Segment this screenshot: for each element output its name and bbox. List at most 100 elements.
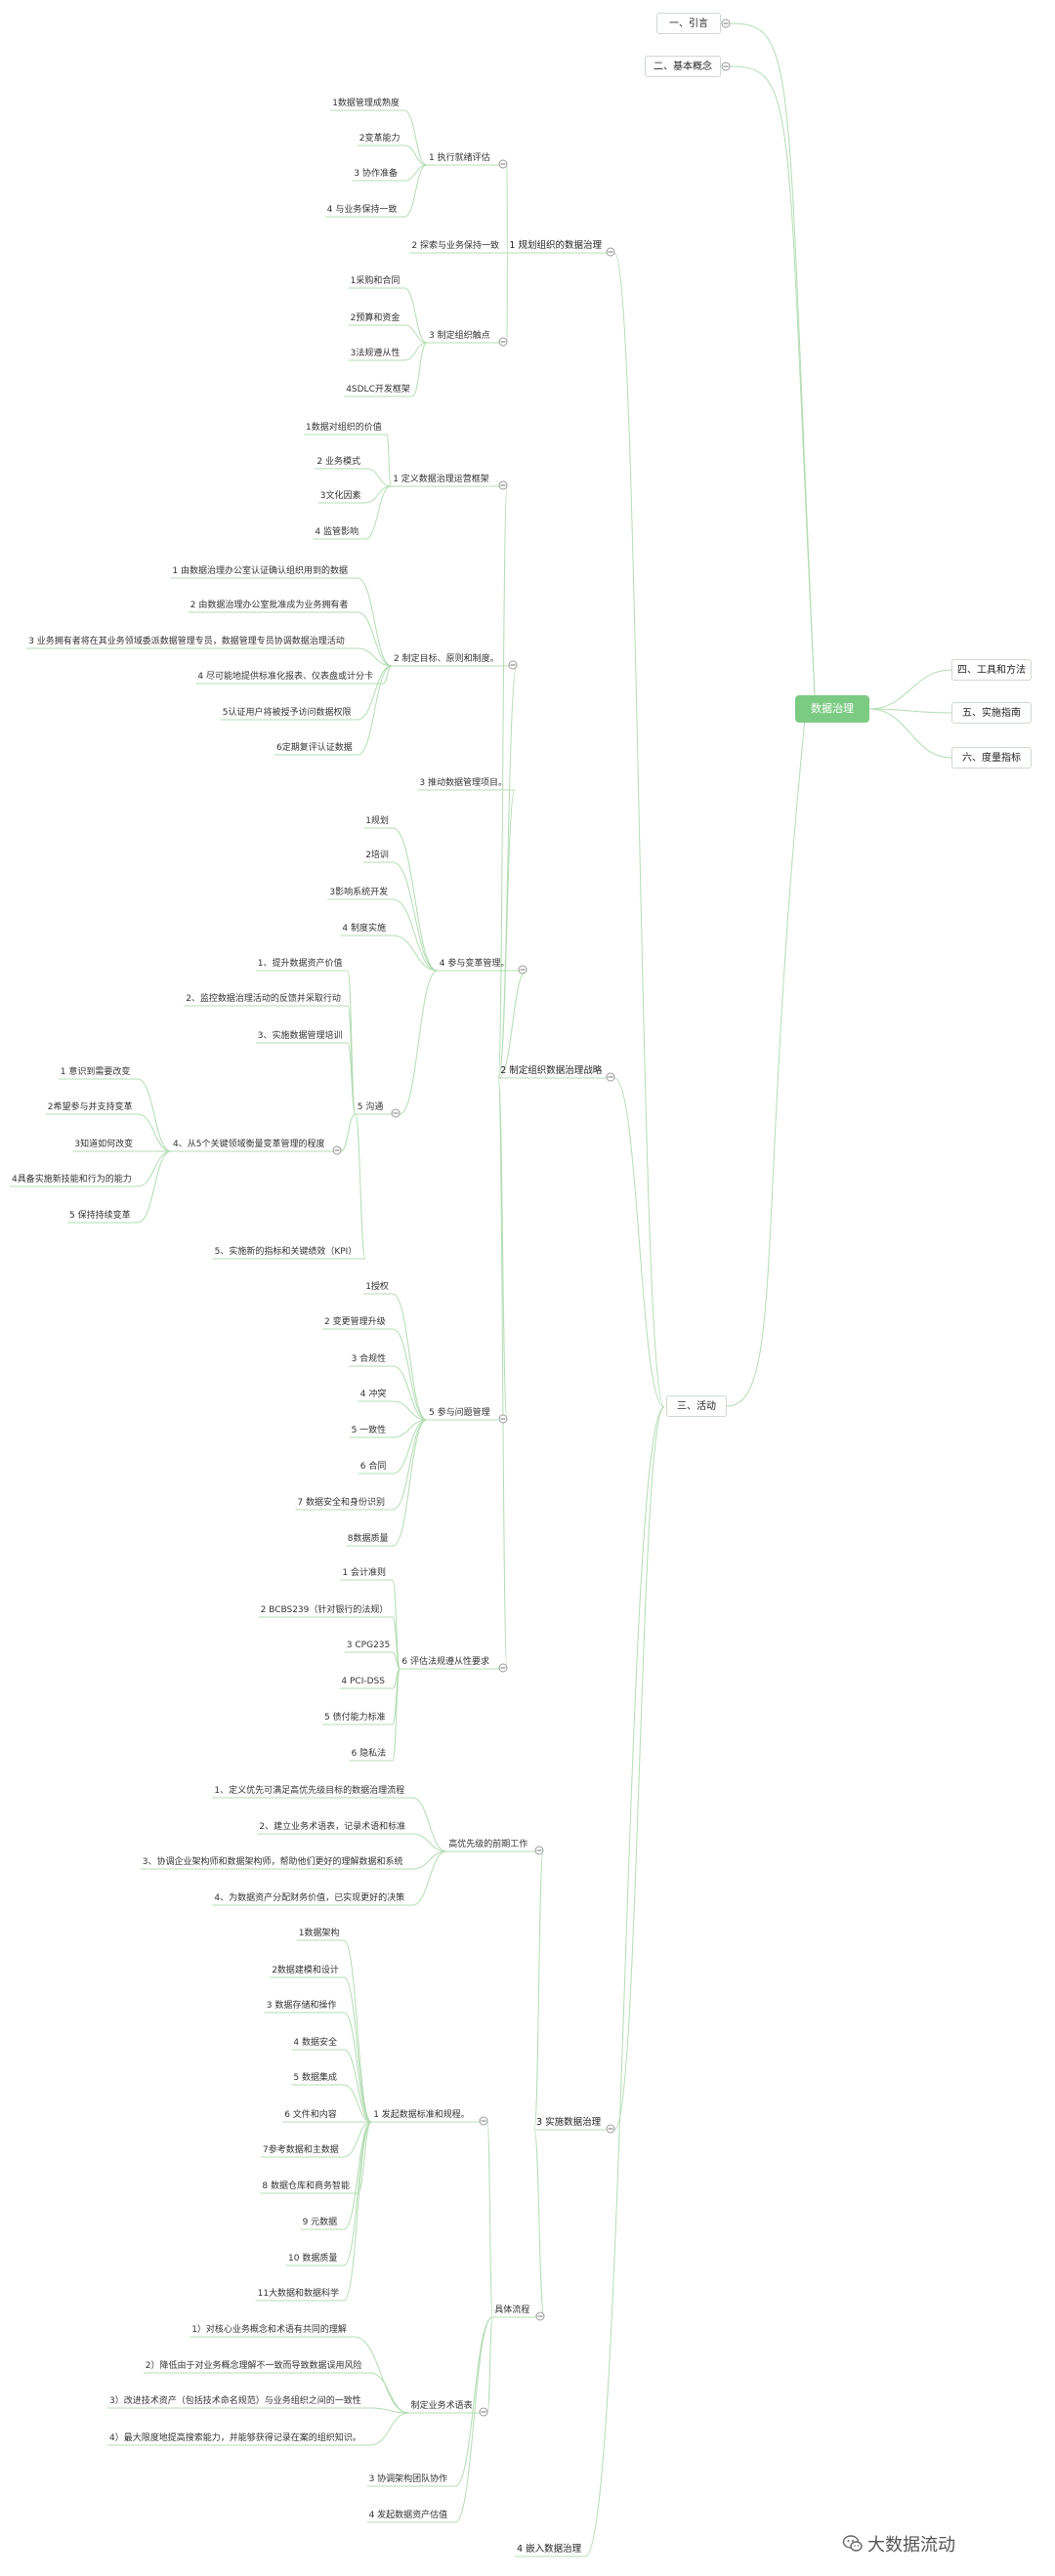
node-b2d[interactable]: 4 尽可能地提供标准化报表、仪表盘或计分卡 xyxy=(197,672,373,682)
node-e4e[interactable]: 5 保持持续变革 xyxy=(69,1211,131,1221)
node-e4b[interactable]: 2希望参与并支持变革 xyxy=(47,1102,133,1112)
node-q1j[interactable]: 10 数据质量 xyxy=(288,2254,338,2264)
node-a1c3a[interactable]: 1采购和合同 xyxy=(350,276,401,286)
node-b6d[interactable]: 4 PCI-DSS xyxy=(341,1677,385,1686)
node-b4b[interactable]: 2培训 xyxy=(365,851,389,860)
collapse-toggle-icon[interactable] xyxy=(606,2124,615,2134)
node-a2[interactable]: 2 制定组织数据治理战略 xyxy=(500,1065,603,1076)
collapse-toggle-icon[interactable] xyxy=(606,1072,615,1082)
node-q1h[interactable]: 8 数据仓库和商务智能 xyxy=(262,2181,350,2191)
node-b5d[interactable]: 4 冲突 xyxy=(359,1390,387,1399)
node-a1c1b[interactable]: 2变革能力 xyxy=(359,134,401,144)
collapse-toggle-icon[interactable] xyxy=(479,2407,488,2417)
node-b4a[interactable]: 1规划 xyxy=(365,816,389,826)
node-a4[interactable]: 4 嵌入数据治理 xyxy=(517,2544,582,2555)
node-e4c[interactable]: 3知道如何改变 xyxy=(74,1140,134,1149)
node-q2a[interactable]: 1）对核心业务概念和术语有共同的理解 xyxy=(191,2325,347,2335)
collapse-toggle-icon[interactable] xyxy=(606,247,615,257)
node-p1[interactable]: 1、定义优先可满足高优先级目标的数据治理流程 xyxy=(214,1786,405,1796)
node-q2b[interactable]: 2）降低由于对业务概念理解不一致而导致数据误用风险 xyxy=(145,2361,362,2371)
node-b1a[interactable]: 1数据对组织的价值 xyxy=(306,423,382,433)
node-a3[interactable]: 3 实施数据治理 xyxy=(536,2117,602,2128)
node-q1d[interactable]: 4 数据安全 xyxy=(293,2038,337,2048)
collapse-toggle-icon[interactable] xyxy=(498,337,508,347)
node-b4[interactable]: 4 参与变革管理。 xyxy=(439,959,510,969)
collapse-toggle-icon[interactable] xyxy=(391,1108,401,1118)
node-b6a[interactable]: 1 会计准则 xyxy=(342,1568,386,1578)
node-b5[interactable]: 5 参与问题管理 xyxy=(429,1408,490,1418)
node-q2c[interactable]: 3）改进技术资产（包括技术命名规范）与业务组织之间的一致性 xyxy=(109,2396,361,2406)
node-q1i[interactable]: 9 元数据 xyxy=(302,2218,338,2227)
node-q1k[interactable]: 11大数据和数据科学 xyxy=(257,2289,340,2299)
node-a1c3d[interactable]: 4SDLC开发框架 xyxy=(346,385,410,395)
node-a1c1c[interactable]: 3 协作准备 xyxy=(354,169,398,179)
root-node[interactable]: 数据治理 xyxy=(795,695,869,723)
expand-toggle-icon[interactable] xyxy=(721,62,731,71)
node-e1[interactable]: 1、提升数据资产价值 xyxy=(257,959,343,969)
node-b6[interactable]: 6 评估法规遵从性要求 xyxy=(401,1657,489,1667)
collapse-toggle-icon[interactable] xyxy=(498,480,508,490)
node-q3[interactable]: 3 协调架构团队协作 xyxy=(368,2474,448,2484)
expand-toggle-icon[interactable] xyxy=(721,19,731,28)
section-metrics[interactable]: 六、度量指标 xyxy=(951,747,1032,769)
node-e4d[interactable]: 4具备实施新技能和行为的能力 xyxy=(12,1175,132,1184)
node-b5a[interactable]: 1授权 xyxy=(365,1282,389,1292)
node-e5[interactable]: 5、实施新的指标和关键绩效（KPI） xyxy=(214,1247,358,1257)
node-b5g[interactable]: 7 数据安全和身份识别 xyxy=(297,1498,385,1508)
node-e3[interactable]: 3、实施数据管理培训 xyxy=(257,1031,343,1041)
node-b5e[interactable]: 5 一致性 xyxy=(351,1426,387,1435)
node-b2b[interactable]: 2 由数据治理办公室批准成为业务拥有者 xyxy=(190,601,349,610)
node-b1[interactable]: 1 定义数据治理运营框架 xyxy=(393,475,489,484)
node-b2f[interactable]: 6定期复评认证数据 xyxy=(276,743,353,753)
collapse-toggle-icon[interactable] xyxy=(498,1663,508,1673)
node-b2e[interactable]: 5认证用户将被授予访问数据权限 xyxy=(222,708,352,718)
node-b6e[interactable]: 5 债付能力标准 xyxy=(324,1713,386,1723)
node-p3[interactable]: 3、协调企业架构师和数据架构师，帮助他们更好的理解数据和系统 xyxy=(142,1857,403,1867)
node-a1c3b[interactable]: 2预算和资金 xyxy=(350,313,401,323)
node-b1c[interactable]: 3文化因素 xyxy=(319,491,361,501)
node-q2d[interactable]: 4）最大限度地提高搜索能力，并能够获得记录在案的组织知识。 xyxy=(109,2433,361,2443)
node-q1f[interactable]: 6 文件和内容 xyxy=(284,2110,337,2120)
node-q1a[interactable]: 1数据架构 xyxy=(298,1929,340,1938)
node-b6f[interactable]: 6 隐私法 xyxy=(351,1749,387,1759)
node-b5h[interactable]: 8数据质量 xyxy=(347,1534,389,1544)
collapse-toggle-icon[interactable] xyxy=(508,660,518,670)
node-b5c[interactable]: 3 合规性 xyxy=(351,1354,387,1364)
node-b6c[interactable]: 3 CPG235 xyxy=(346,1641,391,1650)
section-activity[interactable]: 三、活动 xyxy=(666,1395,727,1417)
collapse-toggle-icon[interactable] xyxy=(498,159,508,169)
node-b1d[interactable]: 4 监管影响 xyxy=(315,527,359,537)
node-q2[interactable]: 制定业务术语表 xyxy=(410,2401,473,2411)
node-b3[interactable]: 3 推动数据管理项目。 xyxy=(419,778,507,788)
node-b5b[interactable]: 2 变更管理升级 xyxy=(324,1317,386,1327)
node-e4a[interactable]: 1 意识到需要改变 xyxy=(60,1067,131,1077)
node-q1b[interactable]: 2数据建模和设计 xyxy=(272,1966,339,1975)
collapse-toggle-icon[interactable] xyxy=(535,2311,545,2321)
node-p[interactable]: 高优先级的前期工作 xyxy=(448,1840,528,1849)
node-q4[interactable]: 4 发起数据资产估值 xyxy=(368,2511,448,2520)
node-q1e[interactable]: 5 数据集成 xyxy=(293,2073,337,2083)
node-a1c1d[interactable]: 4 与业务保持一致 xyxy=(326,205,398,215)
node-b5f[interactable]: 6 合同 xyxy=(359,1462,387,1472)
collapse-toggle-icon[interactable] xyxy=(518,965,528,975)
collapse-toggle-icon[interactable] xyxy=(479,2116,488,2126)
collapse-toggle-icon[interactable] xyxy=(332,1145,342,1155)
node-q1c[interactable]: 3 数据存储和操作 xyxy=(266,2001,337,2011)
collapse-toggle-icon[interactable] xyxy=(498,1414,508,1424)
node-b4e[interactable]: 5 沟通 xyxy=(357,1102,384,1112)
node-b6b[interactable]: 2 BCBS239（针对银行的法规） xyxy=(260,1605,389,1615)
node-b4c[interactable]: 3影响系统开发 xyxy=(329,888,389,897)
node-b2[interactable]: 2 制定目标、原则和制度。 xyxy=(394,654,499,664)
node-p4[interactable]: 4、为数据资产分配财务价值，已实现更好的决策 xyxy=(214,1893,405,1903)
node-a1[interactable]: 1 规划组织的数据治理 xyxy=(509,240,602,251)
section-tools[interactable]: 四、工具和方法 xyxy=(951,659,1032,681)
node-a1c1a[interactable]: 1数据管理成熟度 xyxy=(332,99,400,108)
node-q1g[interactable]: 7参考数据和主数据 xyxy=(263,2145,339,2155)
node-q[interactable]: 具体流程 xyxy=(494,2306,530,2315)
node-a1c3c[interactable]: 3法规遵从性 xyxy=(350,349,401,358)
node-e4[interactable]: 4、从5个关键领域衡量变革管理的程度 xyxy=(173,1140,325,1149)
node-e2[interactable]: 2、监控数据治理活动的反馈并采取行动 xyxy=(186,994,341,1004)
node-b4d[interactable]: 4 制度实施 xyxy=(342,924,386,934)
node-p2[interactable]: 2、建立业务术语表，记录术语和标准 xyxy=(259,1822,406,1832)
node-a1c3[interactable]: 3 制定组织触点 xyxy=(429,331,490,341)
